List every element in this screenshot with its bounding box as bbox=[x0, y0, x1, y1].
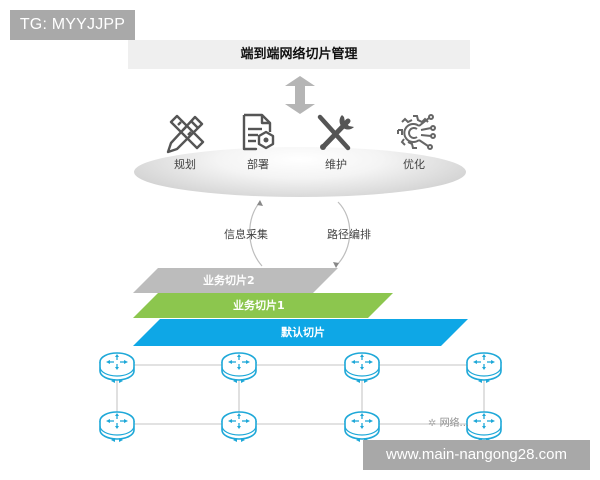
watermark-text: 网络... bbox=[439, 418, 470, 429]
path-orchestration-label: 路径编排 bbox=[327, 228, 371, 241]
slice-1-shape bbox=[133, 293, 393, 318]
pencil-ruler-icon bbox=[166, 114, 205, 154]
default-slice-label: 默认切片 bbox=[281, 326, 325, 339]
document-gear-icon bbox=[242, 113, 275, 151]
router-network bbox=[99, 352, 502, 443]
bidirectional-arrow-icon bbox=[285, 76, 315, 114]
info-collection-label: 信息采集 bbox=[224, 228, 268, 241]
tool-label-optimization: 优化 bbox=[403, 158, 425, 171]
wrench-screwdriver-icon bbox=[317, 114, 354, 151]
diagram-title: 端到端网络切片管理 bbox=[128, 40, 470, 69]
gear-circuit-icon bbox=[397, 114, 436, 150]
slice-1-label: 业务切片1 bbox=[233, 299, 285, 312]
slice-2-shape bbox=[133, 268, 338, 293]
tool-label-maintenance: 维护 bbox=[325, 158, 347, 171]
tg-badge: TG: MYYJJPP bbox=[10, 10, 135, 40]
default-slice-shape bbox=[133, 319, 468, 346]
feedback-loop-arrows-icon bbox=[249, 200, 351, 268]
slice-2-label: 业务切片2 bbox=[203, 274, 255, 287]
tool-label-deployment: 部署 bbox=[247, 158, 269, 171]
watermark: ✲ 网络... bbox=[428, 414, 469, 429]
default-slice: 默认切片 bbox=[133, 319, 468, 346]
tool-label-planning: 规划 bbox=[174, 158, 196, 171]
management-platform-ellipse bbox=[134, 147, 466, 197]
wechat-icon: ✲ bbox=[428, 418, 440, 429]
service-slice-1: 业务切片1 bbox=[133, 293, 393, 318]
url-badge: www.main-nangong28.com bbox=[363, 440, 590, 470]
service-slice-2: 业务切片2 bbox=[133, 268, 338, 293]
